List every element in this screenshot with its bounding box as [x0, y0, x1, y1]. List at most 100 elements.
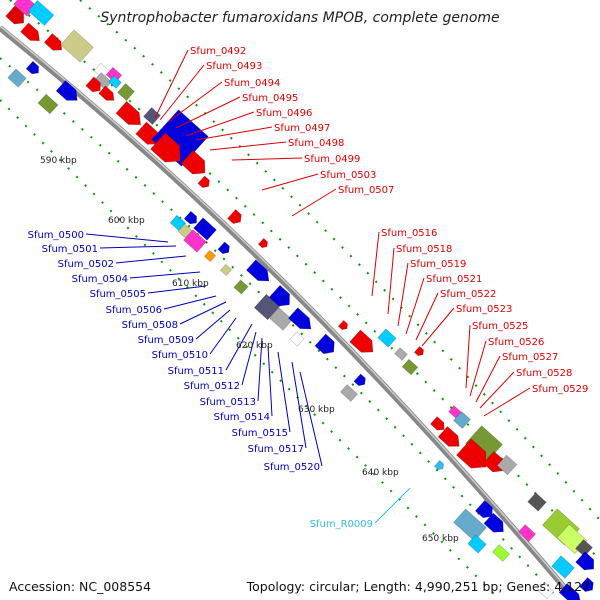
gene-block — [55, 80, 78, 101]
reverse-gene-label: Sfum_0504 — [72, 274, 128, 285]
connector-line — [99, 245, 177, 249]
gene-block — [37, 93, 59, 115]
accession-text: Accession: NC_008554 — [9, 579, 152, 594]
gene-block — [492, 544, 510, 562]
connector-line — [185, 111, 255, 137]
gene-block — [433, 459, 444, 471]
genome-title: Syntrophobacter fumaroxidans MPOB, compl… — [100, 10, 499, 26]
gene-block — [217, 241, 230, 255]
gene-blocks — [5, 0, 594, 600]
gene-block — [219, 263, 233, 277]
right-gene-label: Sfum_0529 — [532, 384, 588, 395]
connector-line — [195, 309, 231, 340]
forward-gene-label: Sfum_0496 — [256, 108, 312, 119]
reverse-gene-label: Sfum_0515 — [232, 428, 288, 439]
connector-line — [267, 345, 273, 417]
kbp-tick-label: 610 kbp — [172, 279, 209, 289]
gene-block — [43, 33, 63, 51]
reverse-gene-label: Sfum_0508 — [122, 320, 178, 331]
reverse-gene-label: Sfum_0513 — [200, 397, 256, 408]
connector-line — [179, 301, 227, 325]
forward-gene-label: Sfum_0492 — [190, 46, 246, 57]
gene-block — [337, 319, 348, 331]
gene-block — [551, 555, 575, 579]
forward-gene-label: Sfum_0507 — [338, 185, 394, 196]
gene-block — [453, 508, 487, 542]
rna-gene-labels: Sfum_R0009 — [310, 519, 373, 530]
connector-line — [415, 292, 439, 341]
connector-line — [469, 340, 487, 397]
gene-block — [143, 107, 161, 125]
connector-line — [225, 323, 253, 371]
right-gene-label: Sfum_0525 — [472, 321, 528, 332]
reverse-gene-label: Sfum_0501 — [42, 244, 98, 255]
gene-block — [579, 577, 594, 592]
gene-block — [245, 259, 270, 282]
gene-block — [518, 524, 536, 542]
gene-block — [456, 438, 487, 469]
gene-block — [314, 333, 335, 355]
kbp-tick-label: 620 kbp — [236, 341, 273, 351]
connector-line — [421, 307, 455, 347]
gene-block — [289, 331, 305, 347]
gene-block — [105, 66, 123, 84]
gene-block — [349, 329, 374, 353]
gene-block — [233, 279, 249, 295]
forward-gene-label: Sfum_0497 — [274, 123, 330, 134]
forward-gene-labels: Sfum_0492Sfum_0493Sfum_0494Sfum_0495Sfum… — [190, 46, 394, 196]
connector-line — [291, 361, 307, 449]
connector-line — [159, 64, 205, 121]
connector-line — [209, 317, 237, 355]
connector-line — [483, 387, 531, 417]
connector-line — [405, 277, 425, 335]
gene-block — [108, 75, 122, 89]
forward-gene-label: Sfum_0503 — [320, 170, 376, 181]
reverse-gene-label: Sfum_0517 — [248, 444, 304, 455]
forward-gene-label: Sfum_0494 — [224, 78, 280, 89]
connector-line — [209, 141, 287, 151]
gene-block — [287, 307, 312, 330]
gene-block — [183, 210, 197, 225]
connector-line — [387, 247, 395, 315]
connector-line — [154, 49, 189, 119]
connector-line — [299, 371, 323, 467]
reverse-gene-label: Sfum_0509 — [138, 335, 194, 346]
connector-line — [167, 81, 223, 123]
gene-block — [437, 426, 460, 447]
reverse-gene-label: Sfum_0506 — [106, 305, 162, 316]
gene-block — [558, 583, 582, 600]
rna-gene-label: Sfum_R0009 — [310, 519, 373, 530]
gene-block — [575, 551, 594, 571]
right-gene-label: Sfum_0522 — [440, 289, 496, 300]
reverse-gene-label: Sfum_0514 — [214, 412, 270, 423]
gene-block — [268, 284, 290, 307]
right-gene-label: Sfum_0528 — [516, 368, 572, 379]
gene-block — [467, 534, 487, 554]
kbp-tick-label: 630 kbp — [298, 405, 335, 415]
gene-block — [527, 492, 547, 512]
connector-line — [479, 371, 515, 409]
gene-block — [20, 22, 40, 41]
connector-line — [465, 324, 471, 389]
gene-block — [430, 416, 445, 431]
gene-block — [537, 582, 555, 600]
kbp-tick-label: 590 kbp — [40, 156, 77, 166]
gene-block — [401, 358, 419, 376]
gene-block — [203, 249, 217, 263]
connector-line — [257, 337, 263, 402]
gene-block — [150, 132, 181, 163]
reverse-gene-label: Sfum_0511 — [168, 366, 224, 377]
forward-gene-label: Sfum_0495 — [242, 93, 298, 104]
gene-block — [482, 450, 504, 473]
reverse-gene-labels: Sfum_0500Sfum_0501Sfum_0502Sfum_0504Sfum… — [28, 230, 320, 473]
connector-line — [241, 331, 257, 386]
gene-block — [575, 539, 593, 557]
gene-block — [394, 347, 408, 361]
gene-block — [227, 209, 242, 224]
right-gene-label: Sfum_0521 — [426, 274, 482, 285]
gene-block — [60, 29, 94, 63]
forward-gene-label: Sfum_0499 — [304, 154, 360, 165]
right-gene-label: Sfum_0516 — [381, 228, 437, 239]
connector-line — [371, 231, 380, 297]
